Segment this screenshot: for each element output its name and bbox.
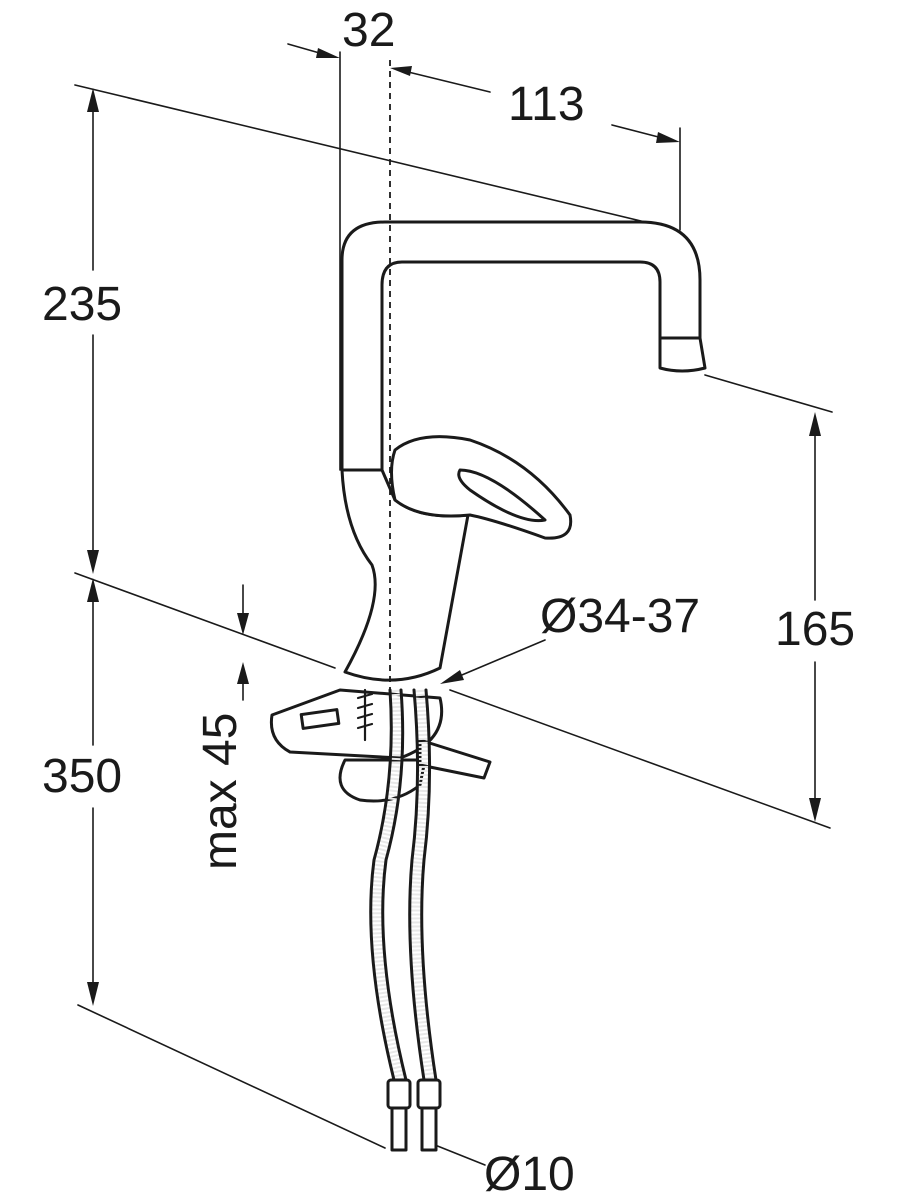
faucet-aerator (658, 336, 707, 373)
dimension-113: 113 (508, 78, 680, 143)
dim-label-hose-diameter: Ø10 (484, 1148, 575, 1200)
dimension-165: 165 (775, 412, 855, 822)
dimension-350: 350 (42, 578, 122, 1006)
dimension-hose-diameter: Ø10 (484, 1148, 575, 1200)
dim-label-max-45: max 45 (194, 713, 247, 870)
dimension-max-45: max 45 (194, 584, 249, 870)
dim-label-235: 235 (42, 278, 122, 331)
dim-label-165: 165 (775, 603, 855, 656)
hose-pipe-right (420, 1106, 438, 1152)
extension-lines (74, 51, 833, 1166)
dimension-235: 235 (42, 88, 122, 574)
faucet-spout (340, 220, 702, 482)
hose-fitting-left (386, 1078, 412, 1110)
faucet (340, 60, 707, 690)
hose-pipe-left (390, 1106, 408, 1152)
dim-label-113: 113 (508, 78, 585, 131)
dim-label-350: 350 (42, 750, 122, 803)
dim-label-32: 32 (342, 4, 395, 57)
mounting-hardware (269, 688, 492, 803)
mounting-wing (418, 738, 492, 780)
dim-label-hole-diameter: Ø34-37 (540, 590, 700, 643)
threaded-rod (356, 688, 374, 742)
dimension-32: 32 (287, 4, 491, 93)
plate-slot (299, 708, 341, 730)
faucet-lever-slot (457, 468, 547, 523)
hose-fitting-right (416, 1078, 442, 1110)
dimension-hole-diameter: Ø34-37 (440, 590, 700, 684)
supply-hoses (369, 688, 442, 1152)
mounting-nut (338, 758, 427, 803)
